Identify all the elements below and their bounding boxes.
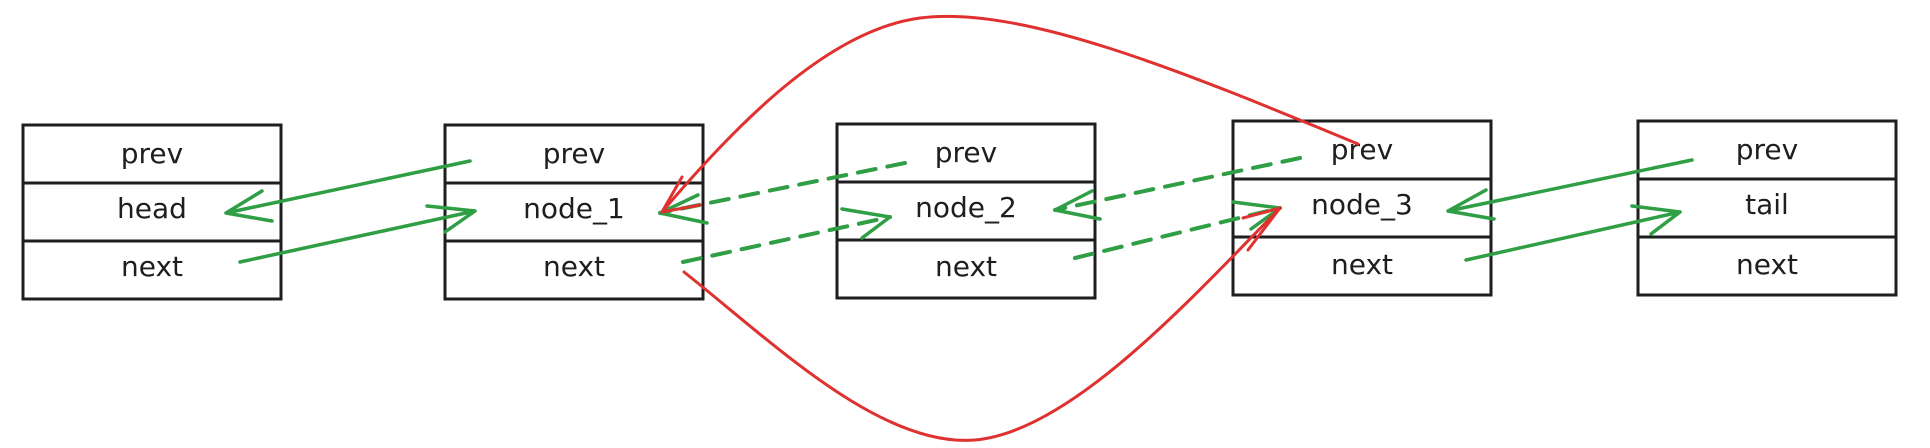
node-1-name-label: node_1 bbox=[523, 192, 625, 225]
node-head-prev-label: prev bbox=[121, 137, 183, 170]
node-head: prev head next bbox=[21, 123, 283, 301]
node-1: prev node_1 next bbox=[443, 123, 705, 301]
node-1-prev-cell bbox=[443, 123, 705, 185]
node-2: prev node_2 next bbox=[835, 122, 1097, 300]
arrow-node3-next-to-tail bbox=[1464, 204, 1682, 262]
node-tail-name-label: tail bbox=[1745, 188, 1789, 221]
node-tail-prev-label: prev bbox=[1736, 133, 1798, 166]
node-3-name-label: node_3 bbox=[1311, 188, 1413, 221]
node-1-next-cell bbox=[443, 239, 705, 301]
arrow-node2-next-to-node3 bbox=[1073, 206, 1282, 260]
link-bypass bbox=[660, 14, 1360, 442]
node-1-next-label: next bbox=[543, 250, 605, 283]
node-2-name-cell bbox=[835, 180, 1097, 242]
curve-node1-next-to-node3 bbox=[682, 206, 1282, 442]
arrow-node3-prev-to-node2 bbox=[1053, 156, 1302, 212]
arrow-head-next-to-node1 bbox=[238, 204, 477, 264]
arrow-node1-prev-to-head bbox=[224, 159, 472, 223]
node-3-next-cell bbox=[1231, 235, 1493, 297]
curve-node1-next-to-node3-head bbox=[1241, 206, 1282, 252]
node-head-name-label: head bbox=[117, 192, 187, 225]
node-2-prev-cell bbox=[835, 122, 1097, 184]
node-tail-next-cell bbox=[1636, 235, 1898, 297]
node-head-prev-cell bbox=[21, 123, 283, 185]
node-2-next-label: next bbox=[935, 250, 997, 283]
node-2-next-cell bbox=[835, 238, 1097, 300]
node-tail-next-label: next bbox=[1736, 248, 1798, 281]
node-head-next-cell bbox=[21, 239, 283, 301]
node-tail-prev-cell bbox=[1636, 119, 1898, 181]
curve-node3-prev-to-node1 bbox=[660, 14, 1360, 214]
node-tail: prev tail next bbox=[1636, 119, 1898, 297]
arrow-node1-next-to-node2 bbox=[681, 215, 892, 264]
arrow-node3-prev-to-node2-head bbox=[1053, 189, 1102, 221]
node-head-next-label: next bbox=[121, 250, 183, 283]
curve-node3-prev-to-node1-head bbox=[660, 175, 702, 214]
arrow-tail-prev-to-node3 bbox=[1446, 158, 1694, 221]
link-node3-tail bbox=[1446, 158, 1694, 262]
node-2-prev-label: prev bbox=[935, 136, 997, 169]
node-1-prev-label: prev bbox=[543, 137, 605, 170]
node-2-name-label: node_2 bbox=[915, 191, 1017, 224]
link-head-node1 bbox=[224, 159, 477, 264]
node-3-next-label: next bbox=[1331, 248, 1393, 281]
node-3-prev-cell bbox=[1231, 119, 1493, 181]
arrow-node1-next-to-node2-head bbox=[840, 207, 892, 240]
